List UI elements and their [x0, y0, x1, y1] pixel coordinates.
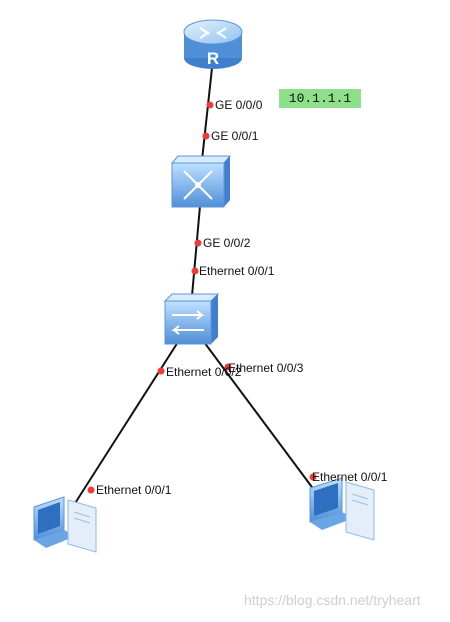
- link-l2switch-pc2: [203, 341, 327, 507]
- port-dot-l3switch-ge002: [194, 239, 202, 247]
- port-dot-l3switch-ge001: [202, 132, 210, 140]
- port-dot-router-ge000: [206, 101, 214, 109]
- link-l3switch-l2switch: [191, 205, 201, 297]
- port-label-l2switch-eth001: Ethernet 0/0/1: [199, 264, 275, 278]
- link-router-l3switch: [201, 67, 213, 161]
- port-dot-l2switch-eth002: [157, 367, 165, 375]
- port-label-router-ge000: GE 0/0/0: [215, 98, 263, 112]
- watermark-text: https://blog.csdn.net/tryheart: [244, 592, 421, 608]
- port-label-l3switch-ge002: GE 0/0/2: [203, 236, 251, 250]
- pc-left-icon[interactable]: [33, 496, 97, 553]
- port-dot-pc2-eth001: [309, 473, 317, 481]
- port-label-pc2-eth001: Ethernet 0/0/1: [312, 470, 388, 484]
- ip-address-label: 10.1.1.1: [279, 89, 361, 108]
- l3-switch-icon[interactable]: [170, 155, 232, 208]
- router-badge: R: [207, 49, 219, 68]
- router-icon[interactable]: R: [183, 19, 243, 69]
- port-label-l2switch-eth003: Ethernet 0/0/3: [228, 361, 304, 375]
- l2-switch-icon[interactable]: [163, 293, 220, 345]
- port-dot-pc1-eth001: [87, 486, 95, 494]
- port-dot-l2switch-eth001: [191, 267, 199, 275]
- port-label-pc1-eth001: Ethernet 0/0/1: [96, 483, 172, 497]
- port-dot-l2switch-eth003: [224, 363, 232, 371]
- port-label-l3switch-ge001: GE 0/0/1: [211, 129, 259, 143]
- pc-right-icon[interactable]: [309, 477, 375, 541]
- port-label-l2switch-eth002: Ethernet 0/0/2: [166, 365, 242, 379]
